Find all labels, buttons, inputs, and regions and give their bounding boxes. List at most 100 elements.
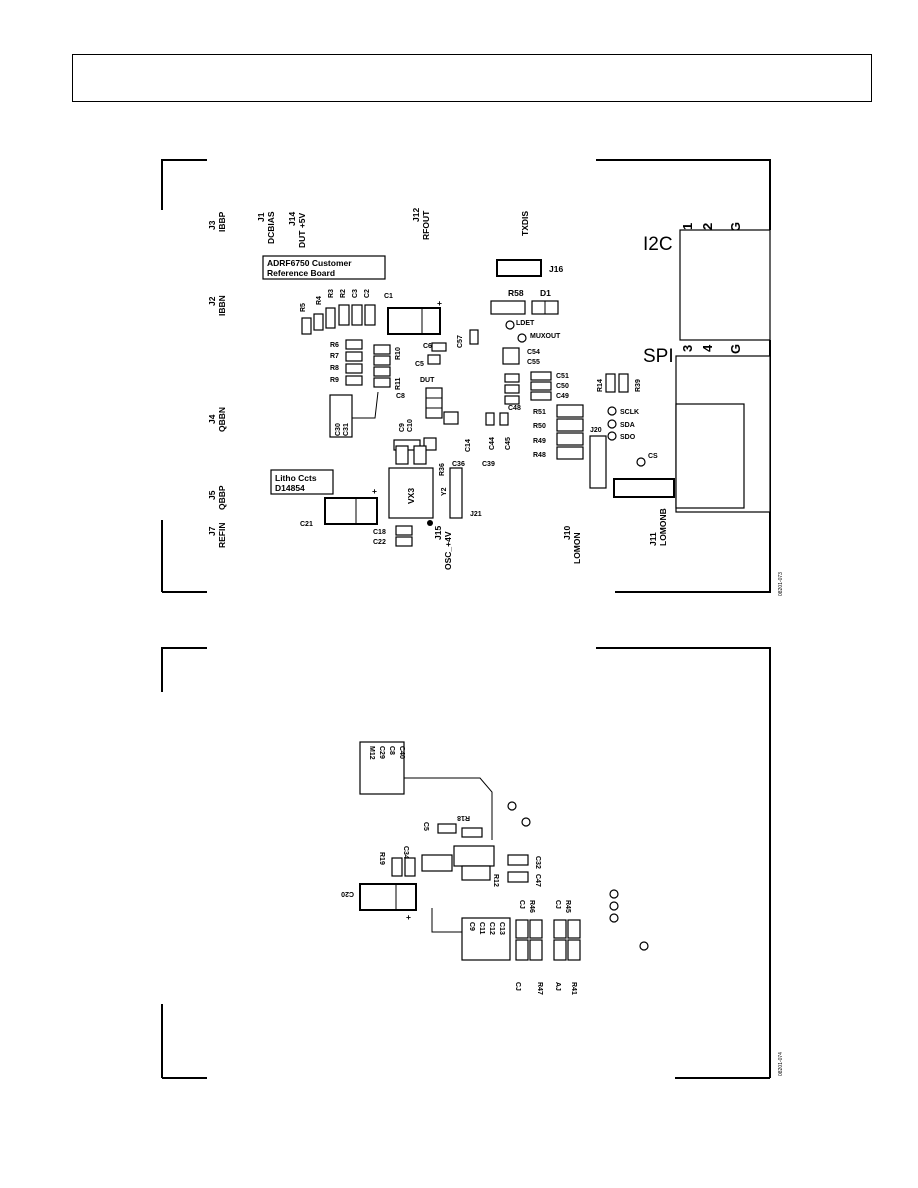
label-j2: J2 [207,296,217,306]
label-litho_line2: D14854 [275,483,305,493]
label-r46: R46 [528,900,535,913]
label-ibbn: IBBN [217,295,227,316]
label-dut: DUT [420,377,435,384]
label-lomonb: LOMONB [658,508,668,546]
tp-sdo [607,431,617,441]
label-litho_line1: Litho Ccts [275,473,317,483]
label-r6: R6 [330,342,339,349]
label-r45: R45 [564,900,571,913]
label-r49: R49 [533,438,546,445]
label-r14: R14 [597,379,604,392]
label-j15: J15 [433,526,443,540]
r14-pad [605,373,616,393]
label-c8: C8 [396,393,405,400]
label-c9: C9 [468,922,475,931]
label-vx3: VX3 [406,488,416,504]
label-d1: D1 [540,288,551,298]
label-r8: R8 [330,365,339,372]
label-r2: R2 [340,289,347,298]
label-sdo: SDO [620,434,636,441]
label-r7: R7 [330,353,339,360]
label-sclk: SCLK [620,409,639,416]
label-c49: C49 [556,393,569,400]
c30-c33-box: C30 C31 [329,394,353,438]
label-r18: R18 [457,814,470,821]
litho-box: Litho Ccts D14854 [270,469,334,495]
i2c-pin-2: 2 [700,223,715,230]
label-refin: REFIN [217,523,227,549]
label-j5: J5 [207,490,217,500]
label-j4: J4 [207,414,217,424]
label-c45: C45 [505,437,512,450]
label-c6: C6 [423,343,432,350]
j16-pad [496,259,542,277]
j11-pad [613,478,675,498]
label-cj3: CJ [514,982,521,991]
label-j14: J14 [287,212,297,226]
label-r51: R51 [533,409,546,416]
label-c39: C39 [482,461,495,468]
label-c12: C12 [488,922,495,935]
i2c-pin-g: G [728,222,743,232]
label-r19: R19 [378,852,385,865]
label-r12: R12 [492,874,499,887]
label-c32: C32 [534,856,541,869]
r58-pad [490,300,526,315]
svg-text:+: + [406,912,411,922]
label-muxout: MUXOUT [530,333,561,340]
label-c18: C18 [373,529,386,536]
label-j11: J11 [648,532,658,546]
board-title-line2: Reference Board [267,268,335,278]
label-c22: C22 [373,539,386,546]
label-j3: J3 [207,220,217,230]
label-spi: SPI [643,346,674,367]
figure-id-top: 08201-073 [778,572,784,596]
label-dut5v: DUT +5V [297,212,307,248]
board-title-line1: ADRF6750 Customer [267,258,352,268]
bottom-m12-box: M12 C29 C8 C40 [359,741,405,795]
tp-ldet [505,320,515,330]
label-lomon: LOMON [572,532,582,564]
label-r5: R5 [300,303,307,312]
label-c8: C8 [388,746,395,755]
label-ldet: LDET [516,320,535,327]
label-r41: R41 [570,982,577,995]
label-dcbias: DCBIAS [266,211,276,244]
label-r11: R11 [395,377,402,390]
label-c30: C30 [335,423,342,436]
label-c47: C47 [534,874,541,887]
label-c55: C55 [527,359,540,366]
figure-id-bottom: 08201-074 [778,1052,784,1076]
spi-connector: SPI 3 4 G [643,344,771,513]
label-aj: AJ [554,982,561,991]
spi-pin-4: 4 [700,344,715,352]
label-txdis: TXDIS [520,211,530,236]
label-c9: C9 [399,423,406,432]
label-c40: C40 [398,746,405,759]
label-c5: C5 [415,361,424,368]
j20-pad [589,435,607,489]
label-r47: R47 [536,982,543,995]
label-c3: C3 [352,289,359,298]
tp-sda [607,419,617,429]
page-header-box [72,54,872,102]
label-c57: C57 [457,335,464,348]
label-j10: J10 [562,526,572,540]
label-c20: C20 [341,890,354,897]
label-c21: C21 [300,521,313,528]
label-r39: R39 [635,379,642,392]
label-qbbn: QBBN [217,407,227,432]
label-j12: J12 [411,208,421,222]
label-qbbp: QBBP [217,485,227,510]
label-ibbp: IBBP [217,211,227,232]
r48-r51: R51 R50 R49 R48 [533,404,584,460]
label-r9: R9 [330,377,339,384]
label-c50: C50 [556,383,569,390]
tp-cs [636,457,646,467]
spi-pin-g: G [728,344,743,354]
label-cs: CS [648,453,658,460]
label-r3: R3 [328,289,335,298]
label-c5: C5 [422,822,429,831]
label-c2: C2 [364,289,371,298]
